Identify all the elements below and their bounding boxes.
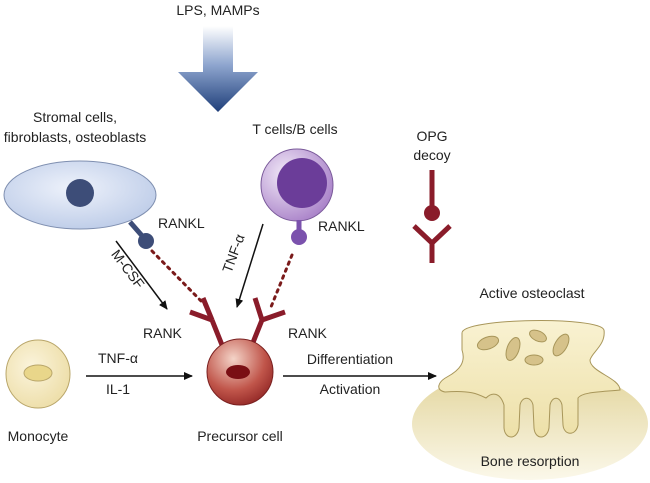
bone xyxy=(412,368,648,480)
rankl-binding-dots-right xyxy=(269,253,294,309)
differentiation-label: Differentiation xyxy=(307,351,393,367)
osteoclast-nucleus xyxy=(552,333,570,357)
tcell-nucleus xyxy=(277,158,327,208)
opg-receptor-icon xyxy=(412,224,452,263)
osteoclast-label: Active osteoclast xyxy=(479,285,584,301)
stromal-label-line2: fibroblasts, osteoblasts xyxy=(4,129,146,145)
tcells-label: T cells/B cells xyxy=(252,121,337,137)
down-arrow-icon xyxy=(178,26,258,112)
monocyte-tnf-label: TNF-α xyxy=(98,350,138,366)
osteoclast-nucleus xyxy=(476,335,500,351)
osteoclast-nucleus xyxy=(524,354,544,366)
tcell-tnf-label: TNF-α xyxy=(219,232,248,275)
tcell-rankl-label: RANKL xyxy=(318,218,365,234)
activation-label: Activation xyxy=(320,381,381,397)
mcsf-arrow xyxy=(115,240,168,310)
opg-label-line1: OPG xyxy=(416,128,447,144)
tnf-arrow-tcell xyxy=(235,223,264,308)
opg-ball-icon xyxy=(424,205,440,221)
rank-label-right: RANK xyxy=(288,325,328,341)
osteoclast-nucleus xyxy=(529,329,547,343)
monocyte-label: Monocyte xyxy=(8,428,69,444)
rank-receptor-left-icon xyxy=(189,297,225,346)
rankl-binding-dots-left xyxy=(150,249,207,307)
stromal-label-line1: Stromal cells, xyxy=(33,109,117,125)
tcell-rankl-icon xyxy=(291,229,307,245)
stromal-rankl-label: RANKL xyxy=(158,215,205,231)
monocyte-nucleus xyxy=(23,364,53,382)
lps-label: LPS, MAMPs xyxy=(176,2,259,18)
osteoclast-nucleus xyxy=(505,337,521,361)
stromal-rankl-icon xyxy=(138,233,154,249)
bone-resorption-label: Bone resorption xyxy=(481,453,580,469)
precursor-nucleus xyxy=(226,365,250,379)
opg-label-line2: decoy xyxy=(413,147,450,163)
mcsf-label: M-CSF xyxy=(108,246,147,291)
stromal-nucleus xyxy=(66,179,94,207)
precursor-label: Precursor cell xyxy=(197,428,283,444)
rank-receptor-right-icon xyxy=(249,297,286,346)
rank-label-left: RANK xyxy=(143,325,183,341)
monocyte-il1-label: IL-1 xyxy=(106,381,130,397)
